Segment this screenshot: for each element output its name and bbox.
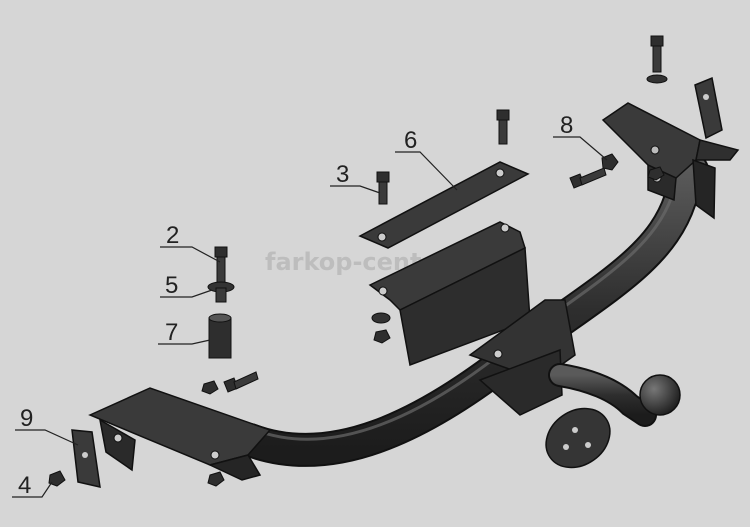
washer-5 xyxy=(207,281,235,303)
right-mounting-bracket xyxy=(601,102,740,220)
tow-ball xyxy=(639,374,681,416)
nut-right-tube xyxy=(647,166,665,181)
callout-8: 8 xyxy=(560,112,573,139)
right-side-plate xyxy=(694,76,723,140)
bolt-2 xyxy=(214,246,228,284)
left-side-plate xyxy=(71,429,101,488)
bolt-right-horizontal xyxy=(569,167,607,189)
bolt-top-right xyxy=(646,35,668,84)
ball-mount xyxy=(548,363,681,427)
nut-left xyxy=(201,380,219,395)
socket-plate xyxy=(545,407,611,469)
nut-bottom xyxy=(207,471,225,487)
nut-4 xyxy=(48,470,66,487)
callout-4: 4 xyxy=(18,472,31,499)
bolt-left-horizontal xyxy=(223,371,259,393)
center-bracket xyxy=(368,221,576,416)
callout-7: 7 xyxy=(165,319,178,346)
left-mounting-bracket xyxy=(88,387,272,481)
callout-9: 9 xyxy=(20,405,33,432)
bolt-3 xyxy=(376,171,390,205)
bolt-plate-right xyxy=(496,109,510,145)
callout-3: 3 xyxy=(336,161,349,188)
nut-8 xyxy=(601,153,619,171)
callout-6: 6 xyxy=(404,127,417,154)
callout-2: 2 xyxy=(166,222,179,249)
nut-center-washer xyxy=(371,312,391,344)
spacer-tube-7 xyxy=(208,313,232,359)
leader-lines xyxy=(12,136,608,498)
callout-5: 5 xyxy=(165,272,178,299)
